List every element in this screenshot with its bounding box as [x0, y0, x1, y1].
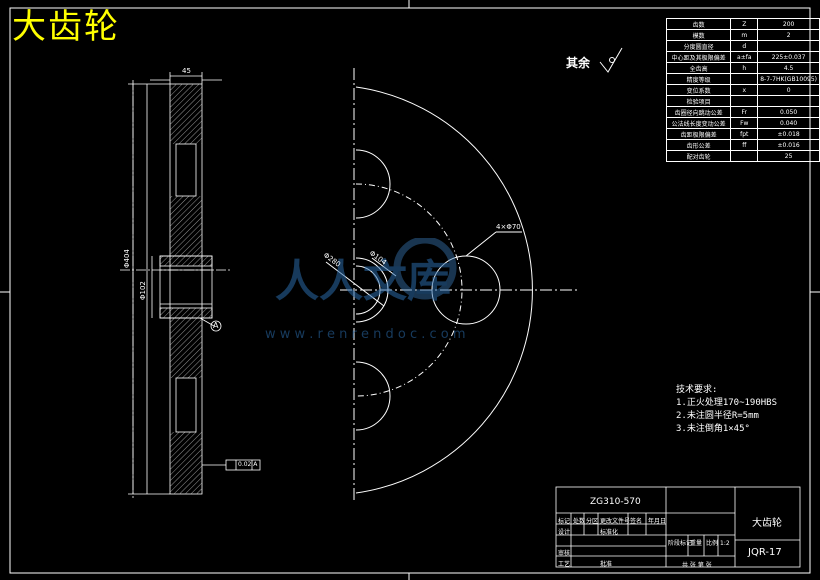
- param-cell: 2: [757, 29, 820, 41]
- param-cell: [730, 95, 759, 107]
- param-row: 精度等级 8-7-7HK(GB10095): [665, 73, 820, 85]
- notes-line: 1.正火处理170~190HBS: [676, 398, 778, 408]
- dim-top-width: 45: [182, 67, 191, 75]
- dim-outer-diameter: Φ404: [123, 249, 131, 268]
- tb-row-label: 签名: [630, 518, 643, 525]
- runout-tolerance: 0.02 A: [238, 461, 258, 468]
- param-cell: 公法线长度变动公差: [665, 117, 732, 129]
- datum-label: A: [213, 321, 219, 330]
- notes-line: 3.未注倒角1×45°: [676, 424, 750, 434]
- tb-stage: 阶段标记: [668, 540, 693, 547]
- param-cell: 25: [757, 150, 820, 162]
- technical-requirements: 技术要求: 1.正火处理170~190HBS 2.未注圆半径R=5mm 3.未注…: [676, 384, 777, 436]
- tb-approve: 批准: [600, 561, 613, 568]
- param-cell: ff: [730, 139, 759, 151]
- watermark-url: w w w . r e n r e n d o c . c o m: [265, 327, 466, 342]
- param-cell: a±fa: [730, 51, 759, 63]
- tb-row-label: 分区: [586, 518, 599, 525]
- param-cell: 0.050: [757, 106, 820, 118]
- param-cell: 全齿高: [665, 62, 732, 74]
- param-cell: 分度圆直径: [665, 40, 732, 52]
- part-name: 大齿轮: [752, 518, 782, 529]
- param-cell: 齿形公差: [665, 139, 732, 151]
- param-cell: 4.5: [757, 62, 820, 74]
- tb-weight: 重量: [690, 540, 703, 547]
- title-block-frame: [555, 486, 801, 568]
- tb-design: 设计: [558, 529, 571, 536]
- param-cell: x: [730, 84, 759, 96]
- param-row: 检验项目: [665, 95, 820, 107]
- param-cell: 变位系数: [665, 84, 732, 96]
- tb-row-label: 年月日: [648, 518, 667, 525]
- param-cell: h: [730, 62, 759, 74]
- scale-value: 1:2: [720, 540, 730, 547]
- tb-row-label: 更改文件号: [600, 518, 631, 525]
- roughness-label: 其余: [566, 56, 591, 70]
- drawing-number: ZG310-570: [590, 497, 641, 507]
- watermark-logo: 人人文库 w w w . r e n r e n d o c . c o m: [265, 238, 466, 342]
- param-cell: Fr: [730, 106, 759, 118]
- param-cell: 精度等级: [665, 73, 732, 85]
- param-row: 配对齿轮 25: [665, 150, 820, 162]
- dim-hub-diameter: Φ102: [139, 281, 147, 300]
- param-cell: 模数: [665, 29, 732, 41]
- tb-ratio: 比例: [706, 540, 719, 547]
- tb-check: 审核: [558, 550, 571, 557]
- param-cell: d: [730, 40, 759, 52]
- param-cell: [757, 95, 820, 107]
- param-cell: [757, 40, 820, 52]
- param-cell: 0.040: [757, 117, 820, 129]
- tb-sheet: 共 张 第 张: [682, 562, 712, 569]
- tb-standard: 标准化: [600, 529, 619, 536]
- tb-row-label: 处数: [573, 518, 586, 525]
- param-cell: 中心距及其极限偏差: [665, 51, 732, 63]
- param-cell: 200: [757, 18, 820, 30]
- roughness-symbol-icon: [599, 47, 623, 73]
- param-cell: 齿数: [665, 18, 732, 30]
- param-cell: 齿圈径向跳动公差: [665, 106, 732, 118]
- param-cell: ±0.018: [757, 128, 820, 140]
- front-view: [325, 68, 580, 500]
- section-view: [120, 72, 261, 498]
- param-cell: 8-7-7HK(GB10095): [757, 73, 820, 85]
- drawing-title: 大齿轮: [12, 7, 120, 47]
- drawing-frame: [9, 7, 811, 574]
- param-cell: ±0.016: [757, 139, 820, 151]
- param-cell: m: [730, 29, 759, 41]
- param-cell: 225±0.037: [757, 51, 820, 63]
- param-cell: Fw: [730, 117, 759, 129]
- param-cell: 检验项目: [665, 95, 732, 107]
- param-cell: fpt: [730, 128, 759, 140]
- param-cell: [730, 150, 759, 162]
- tb-process: 工艺: [558, 561, 571, 568]
- notes-heading: 技术要求:: [676, 385, 718, 395]
- drawing-code: JQR-17: [748, 547, 782, 558]
- watermark-text: 人人文库: [275, 256, 451, 307]
- dim-holes: 4×Φ70: [496, 223, 521, 231]
- notes-line: 2.未注圆半径R=5mm: [676, 411, 759, 421]
- param-cell: Z: [730, 18, 759, 30]
- param-cell: [730, 73, 759, 85]
- param-cell: 0: [757, 84, 820, 96]
- param-cell: 齿距极限偏差: [665, 128, 732, 140]
- param-cell: 配对齿轮: [665, 150, 732, 162]
- tb-row-label: 标记: [558, 518, 571, 525]
